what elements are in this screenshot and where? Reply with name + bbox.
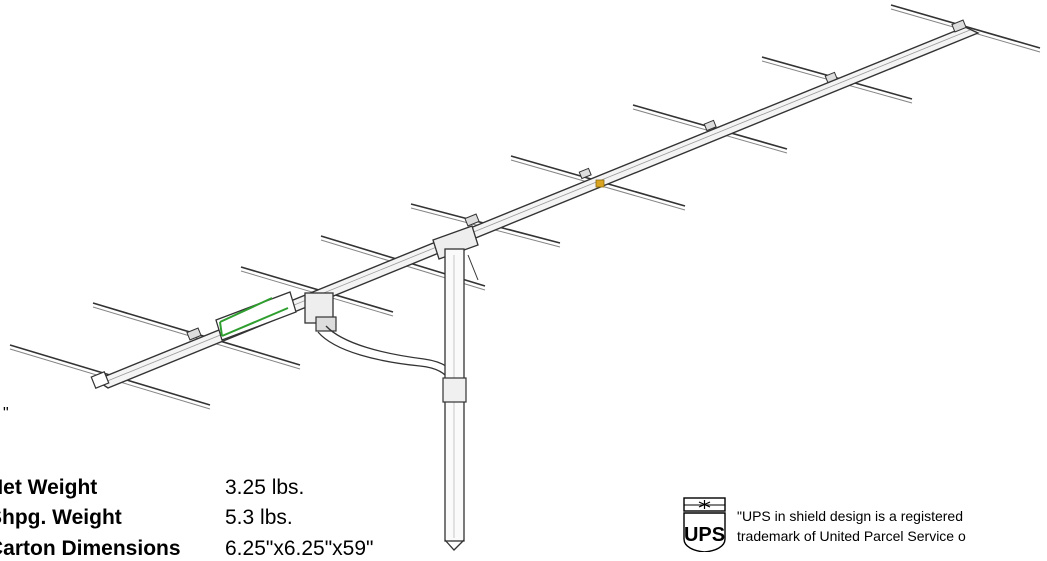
spec-value: 5.3 lbs. <box>225 506 293 529</box>
ups-logo-text: UPS <box>684 524 725 546</box>
stray-quote-mark: " <box>3 405 9 422</box>
element-mounts <box>186 19 967 341</box>
spec-row-carton-dimensions: Carton Dimensions 6.25"x6.25"x59" <box>0 537 373 561</box>
ups-note-line-1: "UPS in shield design is a registered <box>737 508 963 524</box>
ups-trademark-note: "UPS in shield design is a registered tr… <box>737 506 966 546</box>
spec-label: Shpg. Weight <box>0 506 122 529</box>
ups-note-line-2: trademark of United Parcel Service o <box>737 528 966 544</box>
spec-label: Carton Dimensions <box>0 537 181 560</box>
balun <box>304 292 337 332</box>
spec-row-net-weight: Net Weight 3.25 lbs. <box>0 476 304 500</box>
mast <box>432 225 479 551</box>
yellow-marker <box>595 179 605 188</box>
spec-value: 6.25"x6.25"x59" <box>225 537 374 560</box>
spec-value: 3.25 lbs. <box>225 476 305 499</box>
spec-row-shipping-weight: Shpg. Weight 5.3 lbs. <box>0 506 293 530</box>
coax-cable <box>317 325 462 393</box>
ups-shield-icon: UPS <box>683 497 726 552</box>
spec-label: Net Weight <box>0 476 98 499</box>
phasing-harness <box>215 291 297 341</box>
